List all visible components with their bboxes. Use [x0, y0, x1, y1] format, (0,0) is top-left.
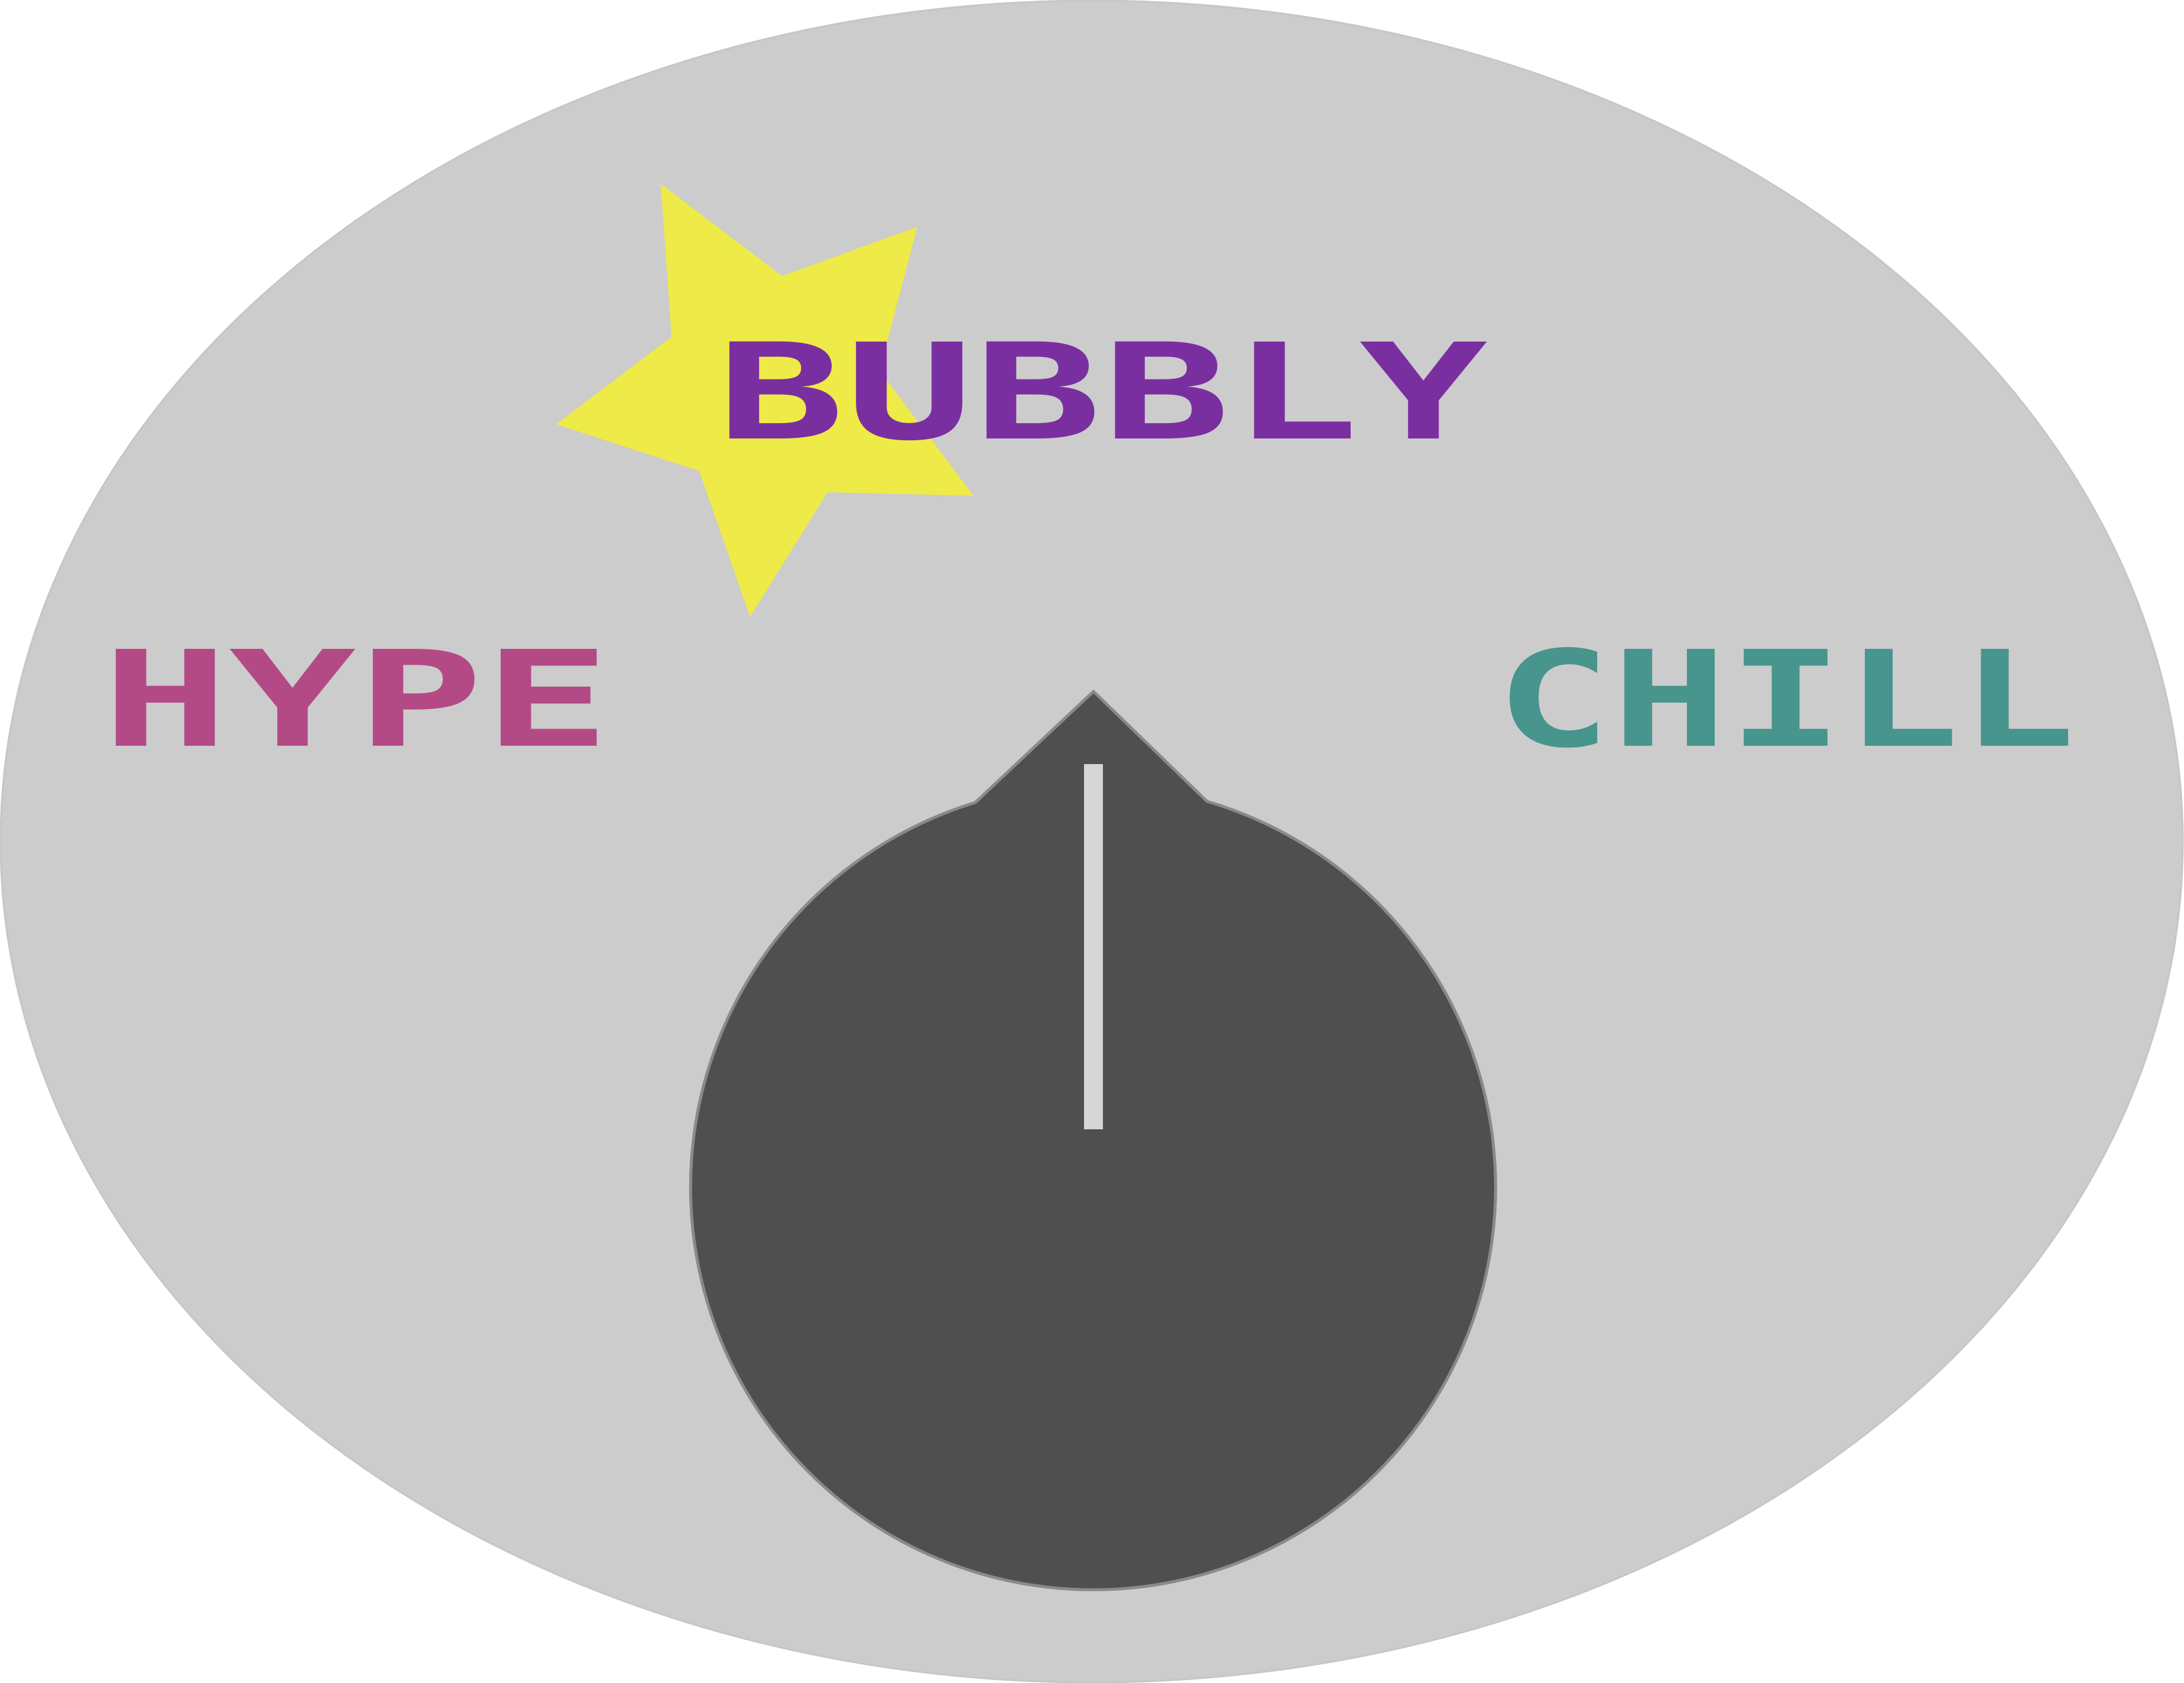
knob-pointer-icon [1084, 764, 1103, 1129]
mood-label-bubbly[interactable]: BUBBLY [716, 316, 1488, 470]
knob-body[interactable] [689, 690, 1497, 1591]
mood-label-hype[interactable]: HYPE [102, 623, 611, 778]
mood-label-chill[interactable]: CHILL [1495, 623, 2076, 778]
star-icon [556, 184, 973, 617]
dial-knob[interactable] [689, 690, 1497, 1591]
